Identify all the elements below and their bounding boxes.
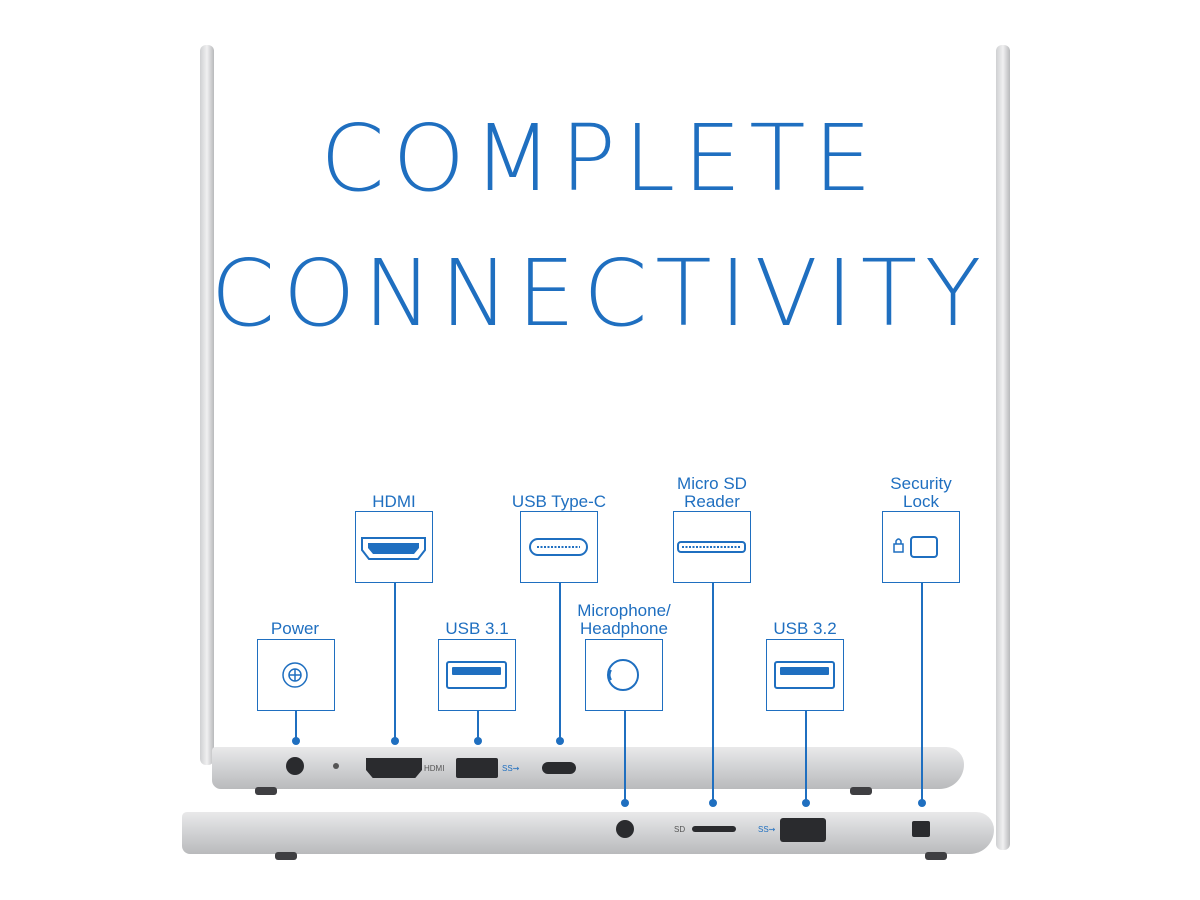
lock-leader-dot: [918, 799, 926, 807]
security-lock-icon: [893, 536, 938, 558]
usb31-ss-mark: SS⇝: [502, 764, 520, 773]
usbc-leader-dot: [556, 737, 564, 745]
micro-sd-slot-icon: [677, 541, 746, 553]
hdmi-callout-box: [355, 511, 433, 583]
usb-a-port-icon: [774, 661, 835, 689]
headline-line1: COMPLETE: [320, 105, 880, 212]
audio-callout-box: [585, 639, 663, 711]
hdmi-port: [366, 758, 422, 778]
audio-label: Microphone/ Headphone: [577, 601, 671, 638]
laptop-lid-right: [996, 45, 1010, 850]
sd-leader-dot: [709, 799, 717, 807]
usb31-label: USB 3.1: [445, 619, 509, 638]
usbc-port: [542, 762, 576, 774]
usb-c-port-icon: [529, 538, 588, 556]
audio-leader-line: [624, 711, 626, 803]
led-indicator: [333, 763, 339, 769]
power-jack-port: [286, 757, 304, 775]
usb-a-port-icon: [446, 661, 507, 689]
sd-port-mark: SD: [674, 825, 686, 834]
usb32-callout-box: [766, 639, 844, 711]
usb31-leader-dot: [474, 737, 482, 745]
hdmi-leader-line: [394, 583, 396, 740]
hdmi-port-mark: HDMI: [424, 764, 445, 773]
usbc-leader-line: [559, 583, 561, 740]
security-lock-slot: [912, 821, 930, 837]
hdmi-label: HDMI: [372, 492, 416, 511]
laptop-right-side-base: [182, 812, 994, 854]
hdmi-port-icon: [361, 537, 426, 560]
laptop-foot: [925, 852, 947, 860]
lock-leader-line: [921, 583, 923, 803]
usb31-port: [456, 758, 498, 778]
micro-sd-slot: [692, 826, 736, 832]
audio-leader-dot: [621, 799, 629, 807]
laptop-lid-left: [200, 45, 214, 765]
usbc-callout-box: [520, 511, 598, 583]
lock-label: Security Lock: [890, 474, 952, 511]
laptop-foot: [275, 852, 297, 860]
sd-callout-box: [673, 511, 751, 583]
laptop-left-side-base: [212, 747, 964, 789]
headline-line2: CONNECTIVITY: [210, 240, 990, 347]
laptop-foot: [850, 787, 872, 795]
hdmi-leader-dot: [391, 737, 399, 745]
usb31-callout-box: [438, 639, 516, 711]
laptop-foot: [255, 787, 277, 795]
usb32-port: [780, 818, 826, 842]
usbc-label: USB Type-C: [511, 492, 607, 511]
usb31-leader-line: [477, 711, 479, 741]
audio-jack-port: [616, 820, 634, 838]
power-leader-line: [295, 711, 297, 741]
usb32-label: USB 3.2: [773, 619, 837, 638]
sd-leader-line: [712, 583, 714, 803]
power-leader-dot: [292, 737, 300, 745]
usb32-leader-dot: [802, 799, 810, 807]
usb32-ss-mark: SS⇝: [758, 825, 776, 834]
lock-callout-box: [882, 511, 960, 583]
audio-jack-icon: [607, 659, 639, 691]
usb32-leader-line: [805, 711, 807, 803]
power-callout-box: [257, 639, 335, 711]
sd-label: Micro SD Reader: [677, 474, 747, 511]
power-port-icon: [282, 662, 308, 688]
power-label: Power: [270, 619, 320, 638]
